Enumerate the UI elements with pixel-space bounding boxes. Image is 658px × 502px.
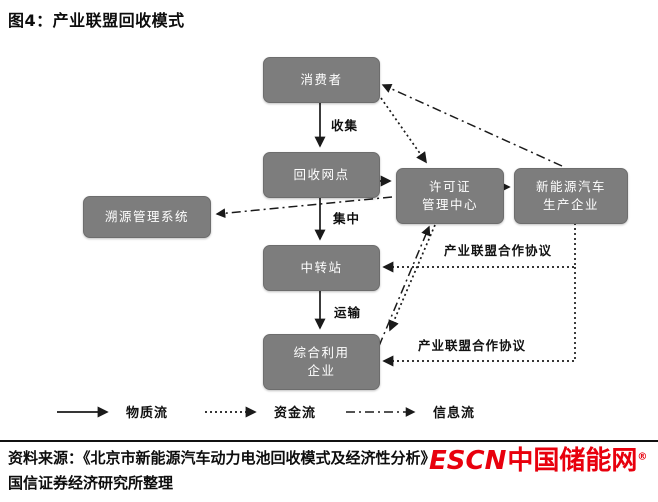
escn-watermark: ESCN中国储能网®	[429, 447, 647, 476]
legend-material-flow: 物质流	[55, 402, 168, 421]
figure-title: 图4：产业联盟回收模式	[8, 11, 185, 30]
node-consumer-label: 消费者	[300, 71, 343, 87]
watermark-latin: ESCN	[429, 446, 507, 476]
arrow-to-traceability-system	[215, 196, 393, 219]
node-recycling-outlet-label: 回收网点	[293, 166, 350, 182]
node-utilization-enterprise-label-line1: 综合利用	[293, 344, 350, 360]
node-consumer: 消费者	[263, 57, 380, 103]
node-license-center-label-line2: 管理中心	[421, 197, 478, 212]
footer-divider	[0, 440, 658, 442]
edge-label-collect: 收集	[331, 118, 359, 133]
node-license-center-label-line1: 许可证	[428, 178, 471, 194]
arrow-consumer-to-license	[380, 97, 427, 164]
legend-information-flow-label: 信息流	[433, 406, 476, 421]
node-transfer-station-label: 中转站	[300, 259, 343, 275]
node-recycling-outlet: 回收网点	[263, 152, 380, 198]
arrow-agreement-to-utilization	[382, 267, 576, 367]
edge-label-agreement-lower: 产业联盟合作协议	[418, 338, 527, 353]
flow-arrows-layer	[215, 83, 576, 367]
node-license-center: 许可证 管理中心	[396, 168, 504, 224]
node-traceability-system-label: 溯源管理系统	[104, 208, 189, 224]
node-traceability-system: 溯源管理系统	[83, 196, 211, 238]
dotted-arrow-icon	[205, 405, 257, 418]
edge-label-agreement-upper: 产业联盟合作协议	[444, 243, 553, 258]
node-transfer-station: 中转站	[263, 245, 380, 291]
arrow-manufacturer-to-consumer	[381, 83, 563, 167]
watermark-cjk: 中国储能网	[507, 446, 638, 476]
legend-capital-flow: 资金流	[203, 402, 316, 421]
node-ev-manufacturer-label-line2: 生产企业	[542, 197, 599, 212]
source-line-1: 资料来源：《北京市新能源汽车动力电池回收模式及经济性分析》	[8, 449, 436, 467]
edge-label-transport: 运输	[334, 305, 362, 320]
node-utilization-enterprise-label-line2: 企业	[307, 363, 336, 378]
node-utilization-enterprise: 综合利用 企业	[263, 334, 380, 390]
legend-information-flow: 信息流	[344, 402, 475, 421]
edge-label-concentrate: 集中	[333, 211, 361, 226]
arrow-license-to-utilization	[388, 224, 436, 332]
dashdot-arrow-icon	[346, 406, 416, 417]
node-ev-manufacturer: 新能源汽车 生产企业	[514, 168, 628, 224]
arrow-agreement-to-transfer	[382, 223, 576, 273]
watermark-registered-mark: ®	[637, 451, 648, 463]
legend-material-flow-label: 物质流	[126, 406, 169, 421]
source-line-2: 国信证券经济研究所整理	[8, 474, 174, 492]
arrow-utilization-to-license	[378, 225, 431, 347]
legend-capital-flow-label: 资金流	[274, 406, 317, 421]
node-ev-manufacturer-label-line1: 新能源汽车	[535, 178, 606, 194]
solid-arrow-icon	[57, 405, 109, 418]
